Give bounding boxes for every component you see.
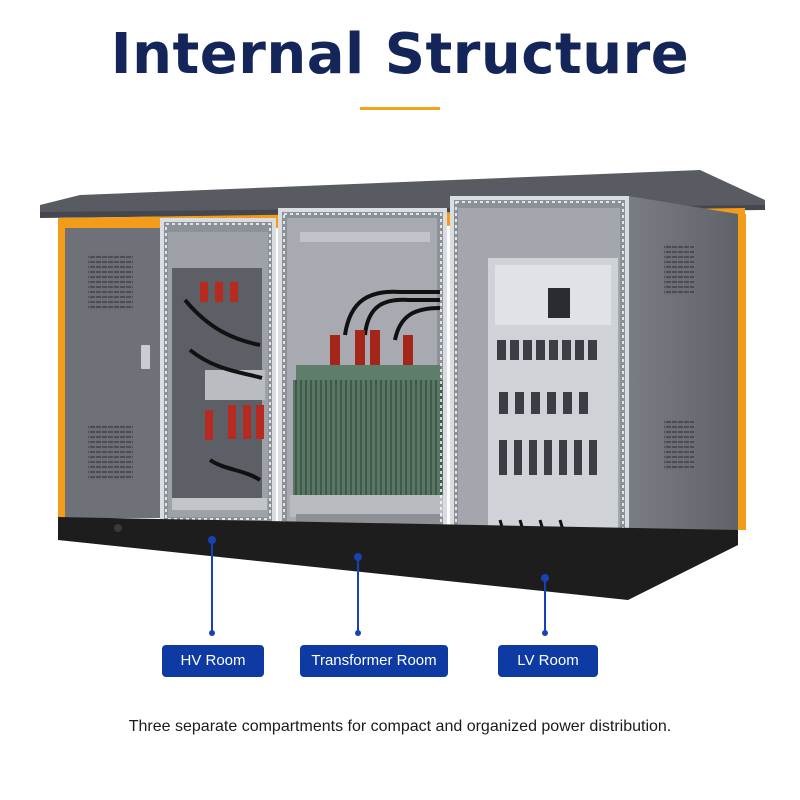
base-plinth xyxy=(58,517,738,600)
transformer-tank-top xyxy=(296,365,441,381)
breaker-rows xyxy=(497,340,597,475)
page-title: Internal Structure xyxy=(110,22,690,87)
title-underline xyxy=(360,107,440,110)
main-breaker xyxy=(548,288,570,318)
left-side-panel xyxy=(65,228,160,518)
transformer-room-marker xyxy=(354,553,362,561)
lv-room-leader-end xyxy=(542,630,548,636)
transformer-room-label: Transformer Room xyxy=(300,645,448,677)
hv-room-marker xyxy=(208,536,216,544)
hv-room-interior xyxy=(162,222,274,522)
hv-room-label: HV Room xyxy=(162,645,264,677)
caption: Three separate compartments for compact … xyxy=(128,718,672,735)
leader-lines xyxy=(211,540,546,633)
transformer-radiator xyxy=(293,380,443,498)
transformer-room-interior xyxy=(280,210,445,540)
transformer-room-leader-end xyxy=(355,630,361,636)
lv-room-interior xyxy=(452,200,627,555)
hv-room-leader-end xyxy=(209,630,215,636)
lv-room-label: LV Room xyxy=(498,645,598,677)
lv-room-marker xyxy=(541,574,549,582)
right-side-panel xyxy=(628,196,738,548)
